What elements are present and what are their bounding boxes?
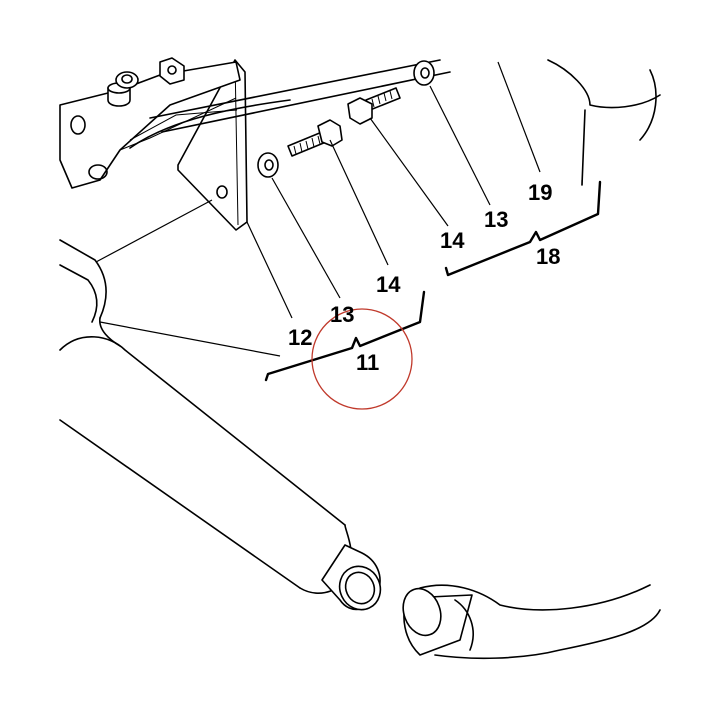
callout-19: 19 [528, 180, 552, 205]
washer-13-right [413, 60, 435, 86]
brace-group-18 [444, 180, 602, 277]
bolt-14-left [287, 119, 343, 157]
callout-12: 12 [288, 325, 312, 350]
callout-13-right: 13 [484, 207, 508, 232]
mounting-bracket [59, 57, 248, 231]
brace-group-11 [264, 290, 426, 382]
bolt-14-right [347, 87, 401, 125]
tube-assembly [59, 239, 382, 611]
washer-13-left [257, 152, 279, 178]
highlight-circle [311, 308, 413, 410]
callout-13-left: 13 [330, 302, 354, 327]
frame-rails [129, 59, 451, 149]
leader-lines [95, 61, 583, 357]
upper-right-housing [547, 59, 661, 186]
callout-14-right: 14 [440, 228, 465, 253]
callout-11: 11 [356, 350, 379, 375]
flex-hose [402, 584, 661, 660]
callout-18: 18 [536, 244, 560, 269]
callout-14-left: 14 [376, 272, 401, 297]
